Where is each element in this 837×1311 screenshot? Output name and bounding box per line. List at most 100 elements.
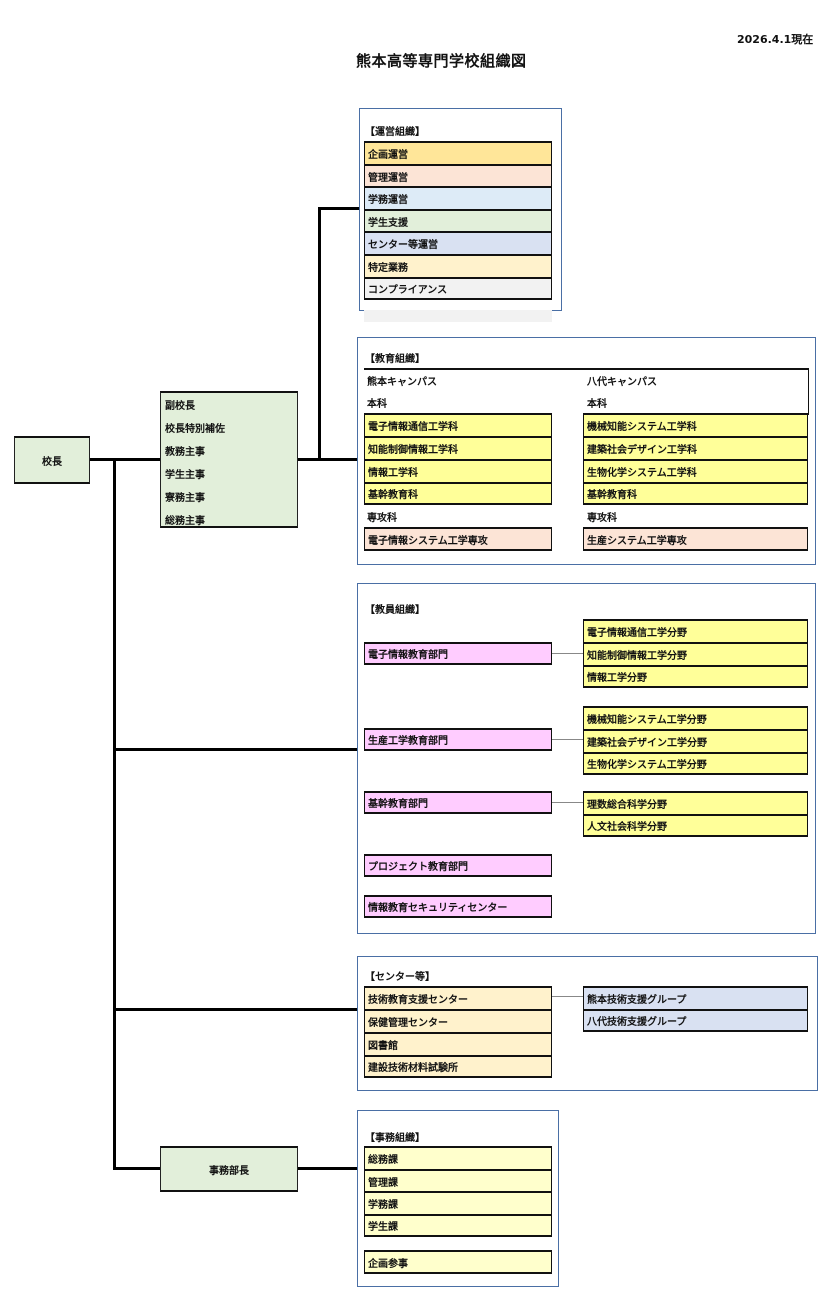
yatsushiro-department-label: 基幹教育科 [587,490,637,501]
admin-head-box[interactable]: 事務部長 [160,1146,298,1192]
connector [297,458,359,461]
kumamoto-department-label: 情報工学科 [368,468,418,479]
kumamoto-department[interactable]: 知能制御情報工学科 [364,436,552,459]
faculty-field[interactable]: 電子情報通信工学分野 [583,619,808,642]
connector [318,207,321,460]
faculty-field[interactable]: 建築社会デザイン工学分野 [583,729,808,752]
campus-header [364,368,809,415]
operations-item[interactable]: 特定業務 [364,254,552,277]
kumamoto-department-label: 電子情報通信工学科 [368,422,458,433]
faculty-field-label: 理数総合科学分野 [587,800,667,811]
center-item[interactable]: 図書館 [364,1032,552,1055]
tech-support-group-label: 熊本技術支援グループ [587,995,687,1006]
faculty-division-label: 生産工学教育部門 [368,736,448,747]
yatsushiro-advanced-label: 専攻科 [587,512,617,524]
office-section[interactable]: 総務課 [364,1146,552,1169]
kumamoto-advanced-course[interactable]: 電子情報システム工学専攻 [364,527,552,551]
faculty-field-label: 情報工学分野 [587,673,647,684]
tech-support-group-label: 八代技術支援グループ [587,1017,687,1028]
connector [113,458,116,1170]
kumamoto-department-label: 基幹教育科 [368,490,418,501]
planning-officer-label: 企画参事 [368,1258,408,1270]
office-section-label: 学務課 [368,1200,398,1211]
center-item-label: 図書館 [368,1041,398,1052]
connector-thin [552,802,583,803]
faculty-field-label: 人文社会科学分野 [587,822,667,833]
tech-support-group[interactable]: 八代技術支援グループ [583,1009,808,1032]
tech-support-group[interactable]: 熊本技術支援グループ [583,986,808,1009]
connector [113,1008,359,1011]
faculty-division[interactable]: 電子情報教育部門 [364,642,552,665]
yatsushiro-advanced-course[interactable]: 生産システム工学専攻 [583,527,808,551]
center-item-label: 建設技術材料試験所 [368,1063,458,1074]
connector-thin [552,739,583,740]
vice-principal-group[interactable]: 副校長 校長特別補佐 教務主事 学生主事 寮務主事 総務主事 [160,391,298,528]
center-item-label: 技術教育支援センター [368,995,468,1006]
center-item[interactable]: 建設技術材料試験所 [364,1055,552,1078]
operations-item[interactable]: 企画運営 [364,141,552,164]
operations-item-label: 学務運営 [368,195,408,207]
admin-head-label: 事務部長 [209,1165,249,1177]
yatsushiro-campus-label: 八代キャンパス [587,376,657,388]
operations-item[interactable]: 学務運営 [364,186,552,210]
operations-shadow [364,310,552,322]
faculty-division-label: プロジェクト教育部門 [368,862,468,873]
principal-box[interactable]: 校長 [14,436,90,484]
faculty-field[interactable]: 生物化学システム工学分野 [583,752,808,775]
office-section-label: 管理課 [368,1177,398,1189]
vice-item: 副校長 [165,401,195,412]
faculty-field[interactable]: 理数総合科学分野 [583,791,808,814]
kumamoto-department[interactable]: 情報工学科 [364,459,552,482]
faculty-division[interactable]: 基幹教育部門 [364,791,552,814]
kumamoto-department[interactable]: 電子情報通信工学科 [364,413,552,436]
connector [297,1167,359,1170]
faculty-field-label: 建築社会デザイン工学分野 [587,738,707,749]
principal-label: 校長 [42,456,62,468]
operations-title: 【運営組織】 [365,127,425,138]
operations-item-label: 企画運営 [368,150,408,161]
connector [113,748,359,751]
faculty-division[interactable]: プロジェクト教育部門 [364,854,552,877]
center-item[interactable]: 技術教育支援センター [364,986,552,1009]
yatsushiro-department[interactable]: 基幹教育科 [583,482,808,505]
office-section[interactable]: 学生課 [364,1213,552,1237]
kumamoto-department-label: 知能制御情報工学科 [368,445,458,456]
yatsushiro-department[interactable]: 機械知能システム工学科 [583,413,808,436]
education-title: 【教育組織】 [365,354,425,365]
faculty-field[interactable]: 情報工学分野 [583,665,808,688]
office-title: 【事務組織】 [365,1133,425,1144]
office-section-label: 総務課 [368,1155,398,1166]
yatsushiro-department-label: 機械知能システム工学科 [587,422,697,433]
vice-item: 寮務主事 [165,493,205,504]
faculty-field[interactable]: 知能制御情報工学分野 [583,642,808,665]
operations-item-label: センター等運営 [368,240,438,252]
faculty-field[interactable]: 人文社会科学分野 [583,814,808,837]
center-item[interactable]: 保健管理センター [364,1009,552,1032]
operations-item[interactable]: センター等運営 [364,231,552,255]
office-section[interactable]: 学務課 [364,1191,552,1214]
yatsushiro-advanced-course-label: 生産システム工学専攻 [587,535,687,547]
planning-officer[interactable]: 企画参事 [364,1250,552,1274]
vice-item: 教務主事 [165,447,205,458]
operations-item-label: 特定業務 [368,263,408,274]
as-of-date: 2026.4.1現在 [737,33,814,46]
operations-item[interactable]: 学生支援 [364,208,552,232]
yatsushiro-department-label: 建築社会デザイン工学科 [587,445,697,456]
operations-item[interactable]: コンプライアンス [364,276,552,300]
faculty-field[interactable]: 機械知能システム工学分野 [583,706,808,729]
operations-item[interactable]: 管理運営 [364,163,552,187]
connector-thin [552,996,583,997]
yatsushiro-main-label: 本科 [587,398,607,410]
kumamoto-main-label: 本科 [367,398,387,410]
faculty-field-label: 知能制御情報工学分野 [587,651,687,662]
kumamoto-department[interactable]: 基幹教育科 [364,482,552,505]
connector [90,458,162,461]
faculty-division[interactable]: 情報教育セキュリティセンター [364,895,552,918]
office-section[interactable]: 管理課 [364,1168,552,1192]
centers-title: 【センター等】 [365,972,435,983]
connector [318,207,360,210]
page-title: 熊本高等専門学校組織図 [356,52,527,70]
faculty-division[interactable]: 生産工学教育部門 [364,728,552,751]
yatsushiro-department[interactable]: 生物化学システム工学科 [583,459,808,482]
yatsushiro-department[interactable]: 建築社会デザイン工学科 [583,436,808,459]
